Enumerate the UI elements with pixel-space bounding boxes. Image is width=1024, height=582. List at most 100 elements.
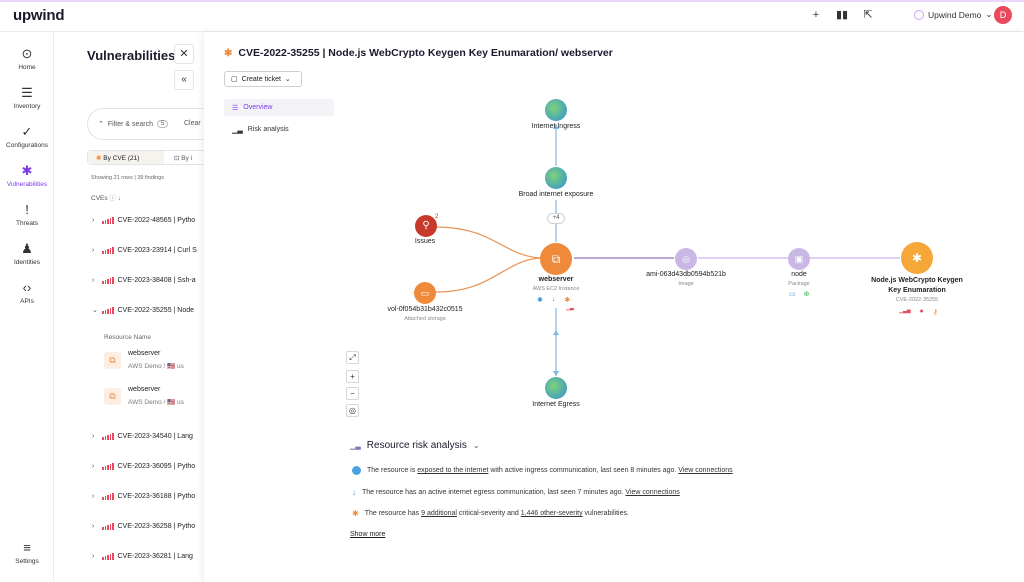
filter-count-badge: 5 [157, 120, 169, 128]
nav-label: Configurations [6, 142, 48, 149]
cve-row[interactable]: ›CVE-2023-36281 | Lang [92, 547, 204, 565]
cve-label: CVE-2023-36188 | Pytho [117, 492, 196, 500]
chevron-down-icon[interactable]: ⌄ [92, 307, 98, 314]
cve-row[interactable]: ›CVE-2023-34540 | Lang [92, 427, 204, 445]
globe-icon[interactable] [545, 377, 567, 399]
risk-analysis-section-title[interactable]: ▁▃ Resource risk analysis ⌄ [350, 440, 480, 451]
nav-item-settings[interactable]: ≡ Settings [0, 540, 54, 565]
resource-row[interactable]: ⧉ webserver AWS Demo / 🇺🇸 us [104, 350, 204, 378]
drawer-title: ✱ CVE-2022-35255 | Node.js WebCrypto Key… [224, 47, 613, 59]
chevron-right-icon[interactable]: › [92, 276, 95, 284]
edge-issues [435, 226, 543, 259]
zoom-out-button[interactable]: − [346, 387, 359, 400]
bug-icon[interactable]: ✱ [901, 242, 933, 274]
cve-label: CVE-2023-38408 | Ssh-a [117, 276, 196, 284]
node-sub-ami: Image [678, 281, 694, 287]
sort-down-icon[interactable]: ↓ [117, 195, 121, 202]
cve-row[interactable]: ›CVE-2023-23914 | Curl S [92, 241, 204, 259]
person-icon: ♟ [21, 241, 33, 256]
chevron-right-icon[interactable]: › [92, 216, 95, 224]
magnifier-icon[interactable]: ⚲ [415, 215, 437, 237]
cve-row[interactable]: ⌄CVE-2022-35255 | Node [92, 301, 204, 319]
cve-label: CVE-2023-36258 | Pytho [117, 522, 196, 530]
resource-graph[interactable]: Internet Ingress Broad internet exposure… [204, 32, 1024, 432]
upwind-logo[interactable]: upwind [13, 7, 65, 24]
cve-badges: ▁▃▅ ● ⚷ [899, 308, 938, 316]
cve-row[interactable]: ›CVE-2022-48565 | Pytho [92, 211, 204, 229]
resource-name: webserver [128, 386, 161, 393]
tab-risk-analysis[interactable]: ▁▃ Risk analysis [224, 121, 334, 138]
node-label-cve-line2: Key Enumaration [888, 287, 946, 294]
risk-text: The resource is exposed to the internet … [367, 467, 733, 474]
chevron-right-icon[interactable]: › [92, 522, 95, 530]
drawer-title-text: CVE-2022-35255 | Node.js WebCrypto Keyge… [238, 47, 613, 59]
bug-badge-icon: ✱ [564, 297, 571, 304]
nav-item-apis[interactable]: ‹› APIs [0, 280, 54, 305]
severity-bars-icon [102, 246, 114, 254]
exposed-to-internet-link[interactable]: exposed to the internet [417, 467, 489, 474]
issues-count: 2 [435, 214, 439, 220]
resource-location: AWS Demo / 🇺🇸 us [128, 399, 184, 406]
org-icon [914, 9, 924, 20]
severity-bars-icon [102, 432, 114, 440]
globe-icon[interactable] [545, 167, 567, 189]
cve-row[interactable]: › CVE-2023-36258 | Pytho [92, 517, 204, 535]
nav-item-threats[interactable]: ! Threats [0, 202, 54, 227]
group-by-cve-tab[interactable]: ✱ By CVE (21) [88, 151, 164, 164]
chevron-right-icon[interactable]: › [92, 492, 95, 500]
org-switcher[interactable]: Upwind Demo ⌄ [914, 9, 993, 20]
nav-item-configurations[interactable]: ✓ Configurations [0, 124, 54, 149]
disk-icon[interactable]: ▭ [414, 282, 436, 304]
show-more-link[interactable]: Show more [350, 531, 386, 538]
nav-item-inventory[interactable]: ☰ Inventory [0, 85, 54, 110]
chevron-right-icon[interactable]: › [92, 462, 95, 470]
package-icon[interactable]: ▣ [788, 248, 810, 270]
book-icon[interactable]: ▮▮ [836, 9, 849, 21]
add-icon[interactable]: + [812, 9, 820, 21]
other-severity-link[interactable]: 1,446 other-severity [520, 510, 583, 517]
filter-bar[interactable]: ⌃ Filter & search 5 Clear [87, 108, 217, 140]
chevron-right-icon[interactable]: › [92, 432, 95, 440]
group-by-other-tab[interactable]: ⊡ By i [164, 151, 216, 164]
close-drawer-button[interactable]: ✕ [174, 44, 194, 64]
chevron-right-icon[interactable]: › [92, 552, 95, 560]
risk-text-part: critical-severity and [456, 510, 521, 517]
avatar[interactable]: D [994, 6, 1012, 24]
chevron-right-icon[interactable]: › [92, 246, 95, 254]
egress-badge-icon: ↓ [551, 296, 556, 303]
view-connections-link[interactable]: View connections [678, 467, 733, 474]
center-view-button[interactable]: ◎ [346, 404, 359, 417]
view-connections-link[interactable]: View connections [625, 489, 680, 496]
node-label-broad-exposure: Broad internet exposure [518, 191, 594, 198]
node-sub-package: Package [788, 281, 810, 287]
cve-row[interactable]: › CVE-2023-38408 | Ssh-a [92, 271, 204, 289]
additional-critical-link[interactable]: 9 additional [421, 510, 457, 517]
node-label-volume: vol-0f054b31b432c0515 [387, 306, 463, 313]
server-icon[interactable]: ⧉ [540, 243, 572, 275]
collapse-panel-button[interactable]: « [174, 70, 194, 90]
cve-row[interactable]: › CVE-2023-36188 | Pytho [92, 487, 204, 505]
node-label-package: node [791, 271, 807, 278]
fit-view-button[interactable]: ⤢ [346, 351, 359, 364]
share-icon[interactable]: ⇱ [863, 9, 873, 21]
risk-text: The resource has 9 additional critical-s… [365, 510, 629, 517]
resource-row[interactable]: ⧉ webserver AWS Demo / 🇺🇸 us [104, 386, 204, 414]
clear-filters-button[interactable]: Clear [184, 120, 201, 127]
tab-overview[interactable]: ☰ Overview [224, 99, 334, 116]
top-icons: + ▮▮ ⇱ [810, 9, 874, 21]
image-icon[interactable]: ◎ [675, 248, 697, 270]
nav-item-vulnerabilities[interactable]: ✱ Vulnerabilities [0, 163, 54, 188]
more-connections-badge[interactable]: +4 [547, 213, 565, 224]
risk-text-part: The resource has [364, 510, 422, 517]
nav-label: Settings [15, 558, 39, 565]
globe-icon[interactable] [545, 99, 567, 121]
cves-column-header[interactable]: CVEs ⓘ ↓ [91, 192, 121, 202]
nav-item-home[interactable]: ⊙ Home [0, 46, 54, 71]
cve-row[interactable]: ›CVE-2023-36095 | Pytho [92, 457, 204, 475]
zoom-in-button[interactable]: + [346, 370, 359, 383]
create-ticket-button[interactable]: ▢ Create ticket ⌄ [224, 71, 302, 87]
code-icon: ‹› [22, 280, 32, 295]
nav-item-identities[interactable]: ♟ Identities [0, 241, 54, 266]
top-bar: upwind + ▮▮ ⇱ Upwind Demo ⌄ D [0, 0, 1024, 32]
filter-search-button[interactable]: ⌃ Filter & search 5 [98, 120, 169, 128]
